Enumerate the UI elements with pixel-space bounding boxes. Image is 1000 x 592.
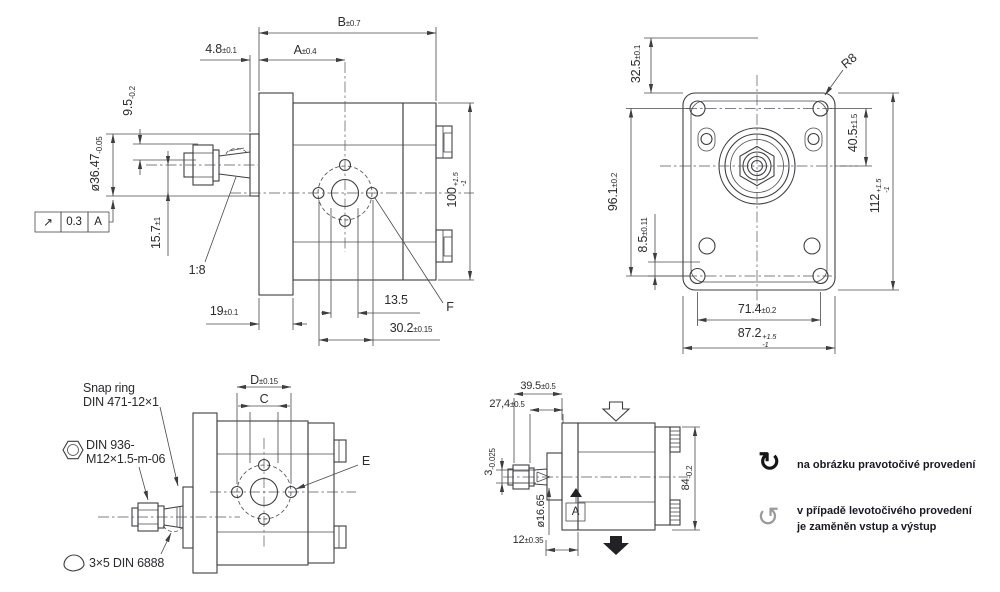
hex-nut-icon [62, 440, 84, 460]
key-note: 3×5 DIN 6888 [89, 556, 165, 570]
note-clockwise: na obrázku pravotočivé provedení [797, 459, 976, 471]
dim-dia-16-65: ø16.65 [535, 494, 547, 528]
counterclockwise-rotation-icon: ↺ [757, 502, 780, 532]
snap-ring-note-line1: Snap ring [83, 381, 135, 395]
dim-100: 100+1.5-1 [445, 172, 468, 208]
woodruff-key-icon [63, 554, 85, 572]
dim-87-2: 87.2+1.5-1 [737, 326, 777, 349]
port-label-E: E [361, 454, 371, 468]
snap-ring-note-line2: DIN 471-12×1 [83, 395, 159, 409]
runout-datum: A [94, 216, 102, 228]
nut-note-line2: M12×1.5-m-06 [86, 452, 166, 466]
datum-A-label: A [571, 506, 580, 518]
taper-label: 1:8 [188, 263, 206, 277]
inlet-arrow-icon [601, 401, 631, 422]
dim-3: 3-0.025 [483, 448, 497, 476]
runout-value: 0.3 [66, 216, 82, 228]
dim-84: 84-0.2 [680, 465, 694, 491]
dim-D: D±0.15 [250, 373, 278, 387]
dim-39-5: 39.5±0.5 [520, 380, 556, 392]
clockwise-rotation-icon: ↻ [758, 447, 781, 477]
dim-96-1: 96.1±0.2 [606, 172, 620, 212]
dim-C: C [259, 392, 269, 406]
dim-15-7: 15.7±1 [149, 217, 163, 249]
side-view-bottom-dimensions [62, 384, 359, 572]
dim-4-8: 4.8±0.1 [205, 42, 237, 56]
side-view-bottom [98, 412, 356, 574]
side-view-small-dimensions [496, 391, 700, 556]
side-view-top [146, 62, 474, 296]
side-view-top-dimensions [34, 27, 474, 346]
dim-40-5: 40.5±1.5 [846, 113, 860, 153]
dim-27-4: 27,4±0.5 [489, 398, 525, 410]
dim-A: A±0.4 [293, 43, 317, 57]
dim-32-5: 32.5±0.1 [629, 44, 643, 84]
runout-symbol: ↗ [43, 217, 53, 229]
dim-19: 19±0.1 [209, 304, 239, 318]
note-counterclockwise-line2: je zaměněn vstup a výstup [797, 521, 937, 533]
dim-8-5: 8.5±0.11 [636, 217, 650, 253]
front-view-dimensions [626, 37, 899, 354]
dim-dia-36-47: ø36.47-0.05 [88, 136, 104, 192]
dim-B: B±0.7 [337, 15, 361, 29]
note-counterclockwise-line1: v případě levotočivého provedení [797, 505, 972, 517]
front-view [660, 75, 858, 308]
side-view-small [503, 401, 688, 555]
dim-112: 112+1.5-1 [868, 178, 891, 214]
dim-9-5: 9.5-0.2 [121, 86, 137, 116]
dim-12: 12±0.35 [512, 534, 544, 546]
dim-30-2: 30.2±0.15 [389, 321, 433, 335]
dim-13-5: 13.5 [384, 293, 408, 307]
port-label-F: F [446, 300, 454, 314]
outlet-arrow-icon [603, 536, 629, 555]
dim-71-4: 71.4±0.2 [737, 302, 777, 316]
nut-note-line1: DIN 936- [86, 438, 135, 452]
